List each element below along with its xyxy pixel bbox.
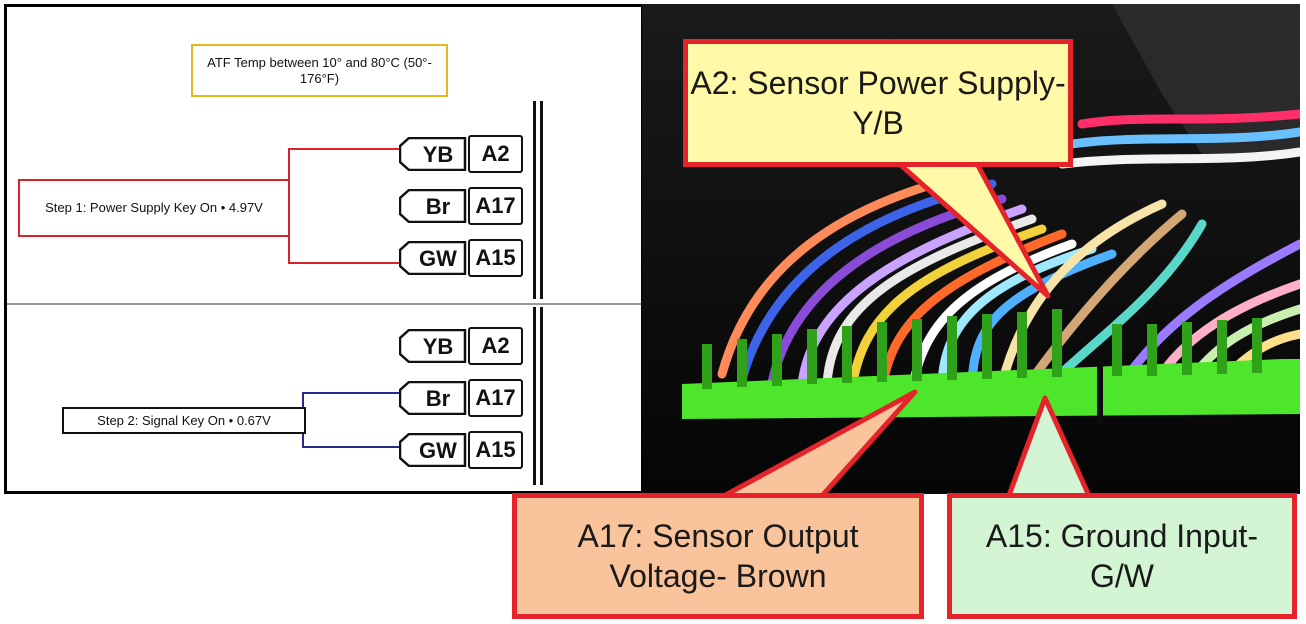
pin-housing-icon: [399, 433, 467, 467]
wire-code-label: GW: [419, 246, 457, 271]
step1-wire: [288, 148, 399, 264]
cavity-label: A15: [468, 431, 523, 469]
step1-note: Step 1: Power Supply Key On • 4.97V: [18, 179, 290, 237]
callout-a2: A2: Sensor Power Supply- Y/B: [683, 39, 1073, 167]
connector-bus-bar: [533, 307, 536, 485]
cavity-label: A2: [468, 327, 523, 365]
cavity-label: A15: [468, 239, 523, 277]
callout-a17: A17: Sensor Output Voltage- Brown: [512, 493, 924, 619]
connector-bus-bar: [540, 101, 543, 299]
atf-temp-note: ATF Temp between 10° and 80°C (50°- 176°…: [191, 44, 448, 97]
cavity-label: A17: [468, 379, 523, 417]
wire-code-label: YB: [422, 334, 454, 359]
wire-code-label: GW: [419, 438, 457, 463]
callout-a15: A15: Ground Input- G/W: [947, 493, 1297, 619]
wire-code-label: Br: [425, 194, 451, 219]
pin-housing-icon: [399, 241, 467, 275]
pin-housing-icon: [399, 137, 467, 171]
pin-housing-icon: [399, 329, 467, 363]
section-divider: [7, 303, 641, 305]
pin-housing-icon: [399, 381, 467, 415]
wire-code-label: Br: [425, 386, 451, 411]
connector-bus-bar: [533, 101, 536, 299]
pin-housing-icon: [399, 189, 467, 223]
step2-wire: [302, 392, 399, 448]
cavity-label: A17: [468, 187, 523, 225]
schematic-panel: ATF Temp between 10° and 80°C (50°- 176°…: [4, 4, 644, 494]
step2-note: Step 2: Signal Key On • 0.67V: [62, 407, 306, 434]
wire-code-label: YB: [422, 142, 454, 167]
connector-bus-bar: [540, 307, 543, 485]
cavity-label: A2: [468, 135, 523, 173]
